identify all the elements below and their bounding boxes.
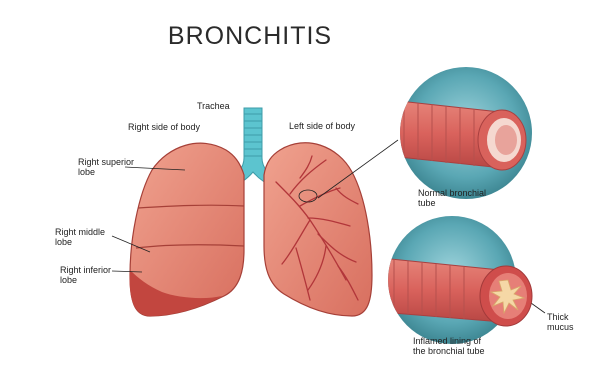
left-side-label: Left side of body [289,121,355,131]
right-inferior-label: Right inferior lobe [60,265,111,285]
normal-tube-label: Normal bronchial tube [418,188,486,208]
normal-tube-circle [390,67,532,199]
diagram-title: BRONCHITIS [140,22,360,51]
inflamed-lining-label: Inflamed lining of the bronchial tube [413,336,485,356]
trachea-label: Trachea [197,101,230,111]
inflamed-tube-circle [380,216,532,344]
thick-mucus-label: Thick mucus [547,312,574,332]
right-superior-label: Right superior lobe [78,157,134,177]
right-lung [130,143,244,316]
right-middle-label: Right middle lobe [55,227,105,247]
left-lung [264,143,372,316]
right-side-label: Right side of body [128,122,200,132]
